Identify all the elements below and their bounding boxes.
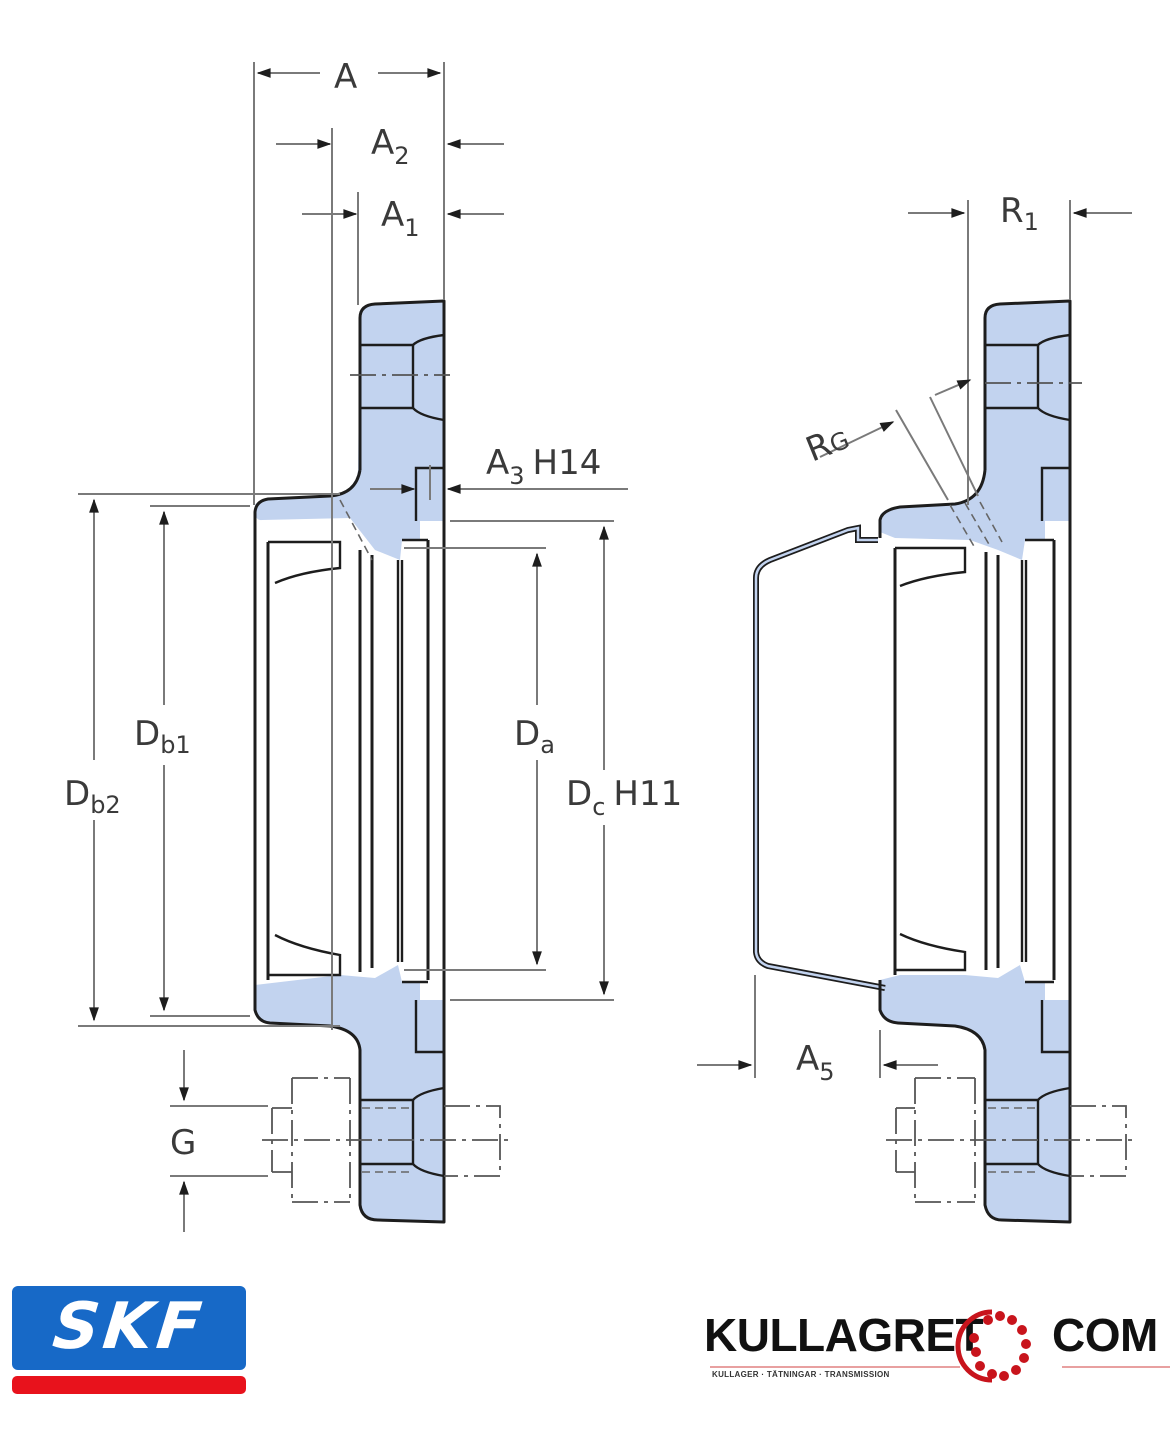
label-A: A xyxy=(334,57,357,97)
label-A2: A2 xyxy=(371,123,410,170)
kullagret-underline-right xyxy=(1062,1366,1170,1368)
kullagret-word: KULLAGRET xyxy=(704,1309,984,1361)
label-Db2: Db2 xyxy=(64,774,121,819)
skf-logo-bar xyxy=(12,1376,246,1394)
right-section-view xyxy=(697,200,1135,1224)
kullagret-underline-left xyxy=(710,1366,960,1368)
end-cover xyxy=(753,524,886,991)
label-G: G xyxy=(170,1123,196,1163)
label-Da: Da xyxy=(514,714,555,759)
label-A1: A1 xyxy=(381,195,420,242)
right-housing-section-top xyxy=(880,301,1070,560)
skf-logo-text: SKF xyxy=(49,1290,209,1364)
bearing-ring-icon xyxy=(955,1309,1031,1383)
skf-logo-box xyxy=(12,1286,246,1370)
label-RG: RG xyxy=(800,417,854,470)
left-section-view xyxy=(78,62,628,1232)
kullagret-com: COM xyxy=(1052,1309,1158,1361)
kullagret-logo: KULLAGRET COM KULLAGER · TÄTNINGAR · TRA… xyxy=(700,1300,1170,1400)
right-housing-section-bottom xyxy=(880,965,1070,1222)
label-R1: R1 xyxy=(1000,191,1039,236)
skf-logo: SKF xyxy=(12,1286,246,1396)
label-A5: A5 xyxy=(796,1039,835,1086)
kullagret-tagline: KULLAGER · TÄTNINGAR · TRANSMISSION xyxy=(712,1370,890,1379)
label-Db1: Db1 xyxy=(134,714,191,759)
left-housing-section-bottom xyxy=(255,965,444,1222)
left-housing-section-top xyxy=(255,301,444,560)
